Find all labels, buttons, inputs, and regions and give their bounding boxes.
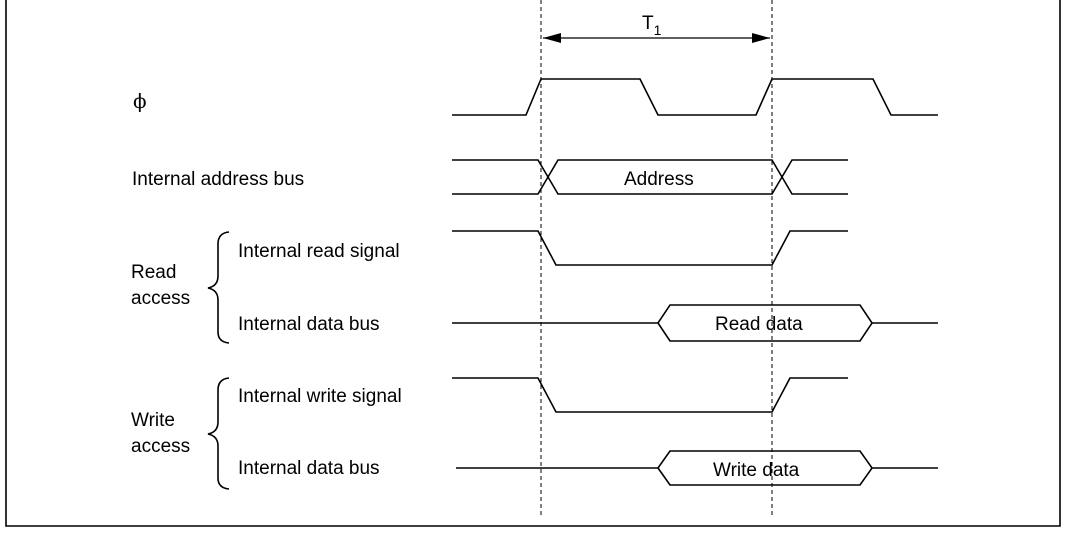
clock-waveform bbox=[452, 78, 938, 116]
read-access-label-line1: Read bbox=[131, 262, 176, 283]
read-signal-label: Internal read signal bbox=[238, 241, 400, 262]
write-data-value-label: Write data bbox=[713, 460, 800, 481]
write-access-brace bbox=[207, 377, 230, 490]
write-access-label-line1: Write bbox=[131, 410, 175, 431]
read-data-bus-label: Internal data bus bbox=[238, 314, 380, 335]
read-access-label-line2: access bbox=[131, 288, 190, 309]
write-signal-label: Internal write signal bbox=[238, 386, 402, 407]
write-data-bus-label: Internal data bus bbox=[238, 458, 380, 479]
write-signal-waveform bbox=[452, 377, 848, 413]
read-signal-waveform bbox=[452, 230, 848, 266]
write-data-bus-waveform bbox=[456, 450, 938, 486]
address-value-label: Address bbox=[624, 169, 694, 190]
read-data-value-label: Read data bbox=[715, 314, 803, 335]
clock-label: ϕ bbox=[133, 89, 147, 113]
diagram-frame bbox=[5, 0, 1061, 527]
address-bus-waveform bbox=[452, 159, 848, 195]
read-data-bus-waveform bbox=[452, 304, 938, 342]
address-bus-label: Internal address bus bbox=[132, 169, 304, 190]
t1-period-label: T1 bbox=[642, 13, 662, 38]
read-access-brace bbox=[207, 231, 230, 344]
write-access-label-line2: access bbox=[131, 436, 190, 457]
t1-period-arrow bbox=[543, 33, 770, 43]
